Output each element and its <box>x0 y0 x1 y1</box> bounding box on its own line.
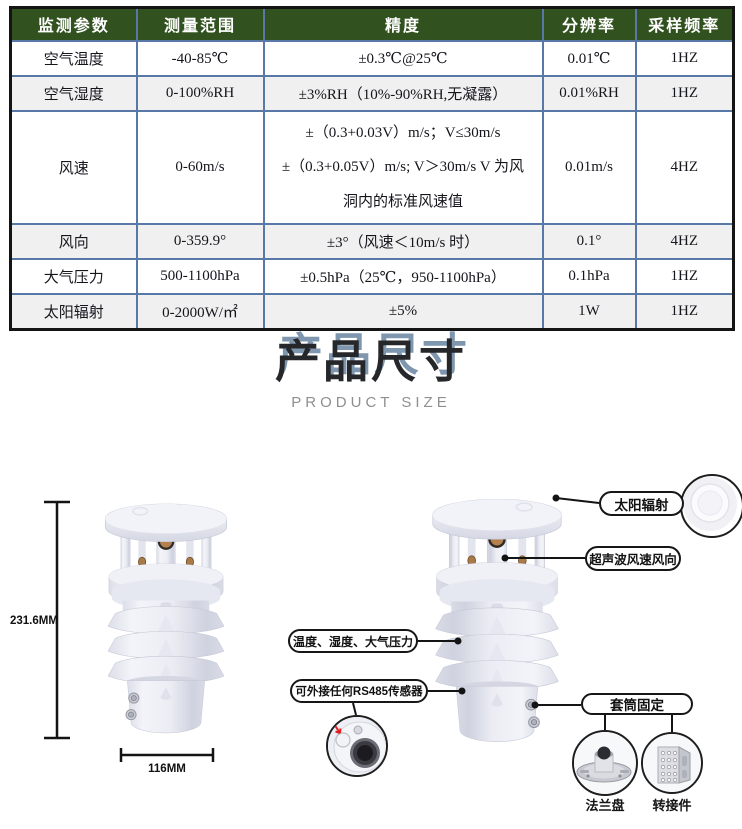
header-rate: 采样频率 <box>634 6 735 42</box>
cell-resolution: 0.1hPa <box>541 258 637 295</box>
spec-table: 监测参数 测量范围 精度 分辨率 采样频率 空气温度 -40-85℃ ±0.3℃… <box>9 6 735 331</box>
cell-rate: 1HZ <box>634 74 735 112</box>
callout-rs485-sensor: 可外接任何RS485传感器 <box>290 679 428 703</box>
adapter-label: 转接件 <box>652 798 692 813</box>
pointer-arrow-icon <box>333 723 342 734</box>
rs485-connector-photo <box>326 715 388 777</box>
cell-range: 500-1100hPa <box>135 258 265 295</box>
cell-accuracy: ±（0.3+0.03V）m/s；V≤30m/s ±（0.3+0.05V）m/s;… <box>262 109 544 225</box>
cell-param: 风速 <box>9 109 138 225</box>
solar-sensor-photo <box>680 474 742 538</box>
table-row: 太阳辐射 0-2000W/㎡ ±5% 1W 1HZ <box>9 293 735 330</box>
cell-rate: 1HZ <box>634 39 735 77</box>
product-size-stage: 太阳辐射 超声波风速风向 温度、湿度、大气压力 可外接任何RS485传感器 套筒… <box>0 430 742 829</box>
cell-rate: 1HZ <box>634 293 735 330</box>
callout-temp-humidity-pressure: 温度、湿度、大气压力 <box>288 629 418 653</box>
cell-accuracy: ±3°（风速＜10m/s 时） <box>262 223 544 260</box>
header-resolution: 分辨率 <box>541 6 637 42</box>
cell-accuracy: ±5% <box>262 293 544 330</box>
cell-range: 0-60m/s <box>135 109 265 225</box>
table-row: 风向 0-359.9° ±3°（风速＜10m/s 时） 0.1° 4HZ <box>9 223 735 260</box>
cell-rate: 4HZ <box>634 223 735 260</box>
cell-resolution: 1W <box>541 293 637 330</box>
flange-label: 法兰盘 <box>585 798 625 813</box>
cell-accuracy: ±0.3℃@25℃ <box>262 39 544 77</box>
flange-photo <box>572 730 638 796</box>
callout-ultrasonic-wind: 超声波风速风向 <box>585 546 681 571</box>
table-row: 空气温度 -40-85℃ ±0.3℃@25℃ 0.01℃ 1HZ <box>9 39 735 77</box>
cell-accuracy: ±3%RH（10%-90%RH,无凝露） <box>262 74 544 112</box>
cell-param: 大气压力 <box>9 258 138 295</box>
weather-station-annotated-image <box>432 498 562 742</box>
cell-param: 太阳辐射 <box>9 293 138 330</box>
table-row: 风速 0-60m/s ±（0.3+0.03V）m/s；V≤30m/s ±（0.3… <box>9 109 735 225</box>
section-title-block: 产品尺寸 产品尺寸 PRODUCT SIZE <box>0 329 742 411</box>
header-accuracy: 精度 <box>262 6 544 42</box>
adapter-bracket-photo <box>641 732 703 794</box>
cell-resolution: 0.01%RH <box>541 74 637 112</box>
cell-param: 空气湿度 <box>9 74 138 112</box>
width-dimension-label: 116MM <box>148 763 186 775</box>
page-title-accent: 产品尺寸 <box>277 329 470 380</box>
cell-range: 0-100%RH <box>135 74 265 112</box>
table-row: 空气湿度 0-100%RH ±3%RH（10%-90%RH,无凝露） 0.01%… <box>9 74 735 112</box>
cell-resolution: 0.01℃ <box>541 39 637 77</box>
cell-range: 0-2000W/㎡ <box>135 293 265 330</box>
cell-range: -40-85℃ <box>135 39 265 77</box>
cell-resolution: 0.01m/s <box>541 109 637 225</box>
header-param: 监测参数 <box>9 6 138 42</box>
height-dimension-label: 231.6MM <box>10 615 58 627</box>
cell-range: 0-359.9° <box>135 223 265 260</box>
callout-solar-radiation: 太阳辐射 <box>599 491 684 516</box>
table-row: 大气压力 500-1100hPa ±0.5hPa（25℃，950-1100hPa… <box>9 258 735 295</box>
cell-resolution: 0.1° <box>541 223 637 260</box>
page-subtitle: PRODUCT SIZE <box>291 394 451 411</box>
cell-param: 风向 <box>9 223 138 260</box>
page-title: 产品尺寸 产品尺寸 <box>274 329 470 387</box>
cell-accuracy: ±0.5hPa（25℃，950-1100hPa） <box>262 258 544 295</box>
spec-header-row: 监测参数 测量范围 精度 分辨率 采样频率 <box>9 6 735 42</box>
header-range: 测量范围 <box>135 6 265 42</box>
callout-sleeve-mount: 套筒固定 <box>581 693 693 715</box>
cell-rate: 4HZ <box>634 109 735 225</box>
weather-station-front-image <box>104 503 228 734</box>
cell-rate: 1HZ <box>634 258 735 295</box>
cell-param: 空气温度 <box>9 39 138 77</box>
